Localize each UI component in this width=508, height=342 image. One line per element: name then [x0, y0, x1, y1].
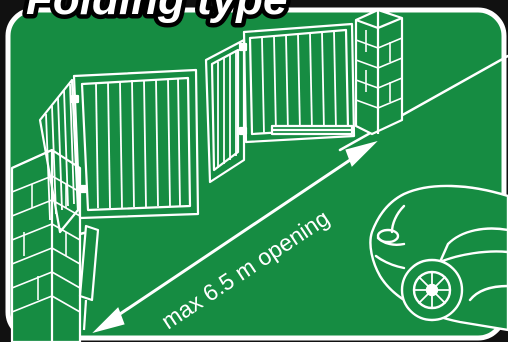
brick-pillar-right-icon: [356, 10, 402, 134]
brick-pillar-left-icon: [12, 150, 80, 342]
title: Folding type: [26, 0, 288, 24]
